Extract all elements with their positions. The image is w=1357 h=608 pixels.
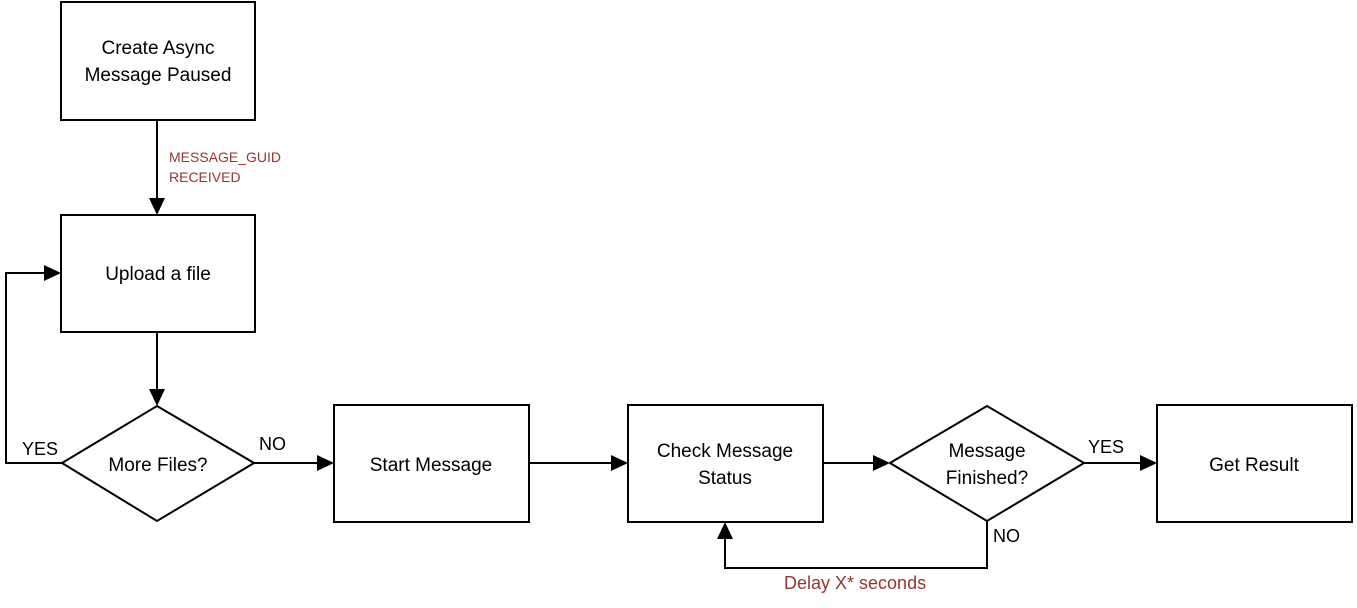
arrowhead-finished-left bbox=[873, 455, 890, 471]
node-create-async-line1: Create Async bbox=[102, 38, 215, 59]
label-more-files-no: NO bbox=[259, 434, 286, 454]
arrowhead-more-files-top bbox=[149, 389, 165, 406]
arrowhead-check-left bbox=[611, 455, 628, 471]
node-message-finished-line1: Message bbox=[948, 441, 1025, 462]
arrowhead-result-left bbox=[1140, 455, 1157, 471]
label-finished-yes: YES bbox=[1088, 437, 1124, 457]
node-get-result: Get Result bbox=[1156, 404, 1353, 523]
arrowhead-upload-top bbox=[149, 198, 165, 215]
annotation-guid-line1: MESSAGE_GUID bbox=[169, 149, 281, 165]
node-create-async: Create Async Message Paused bbox=[60, 1, 256, 121]
node-upload-file: Upload a file bbox=[60, 214, 256, 333]
node-more-files-label: More Files? bbox=[108, 455, 207, 476]
node-upload-file-label: Upload a file bbox=[105, 264, 211, 285]
node-message-finished: Message Finished? bbox=[888, 404, 1086, 523]
arrowhead-start-left bbox=[317, 455, 334, 471]
node-get-result-label: Get Result bbox=[1209, 455, 1299, 476]
label-more-files-yes: YES bbox=[22, 439, 58, 459]
arrowhead-upload-left bbox=[44, 265, 61, 281]
annotation-delay: Delay X* seconds bbox=[784, 573, 926, 593]
edge-yes-loop-back bbox=[5, 272, 62, 464]
node-start-message: Start Message bbox=[333, 404, 530, 523]
node-start-message-label: Start Message bbox=[370, 455, 493, 476]
node-more-files: More Files? bbox=[60, 404, 256, 523]
edge-no-delay-loop bbox=[724, 521, 988, 569]
node-check-status-line1: Check Message bbox=[657, 441, 793, 462]
arrowhead-check-bottom bbox=[717, 522, 733, 539]
node-create-async-line2: Message Paused bbox=[85, 65, 232, 86]
label-finished-no: NO bbox=[993, 526, 1020, 546]
node-message-finished-line2: Finished? bbox=[946, 468, 1028, 489]
node-check-status: Check Message Status bbox=[627, 404, 824, 523]
node-check-status-line2: Status bbox=[698, 468, 752, 489]
annotation-guid-line2: RECEIVED bbox=[169, 169, 241, 185]
